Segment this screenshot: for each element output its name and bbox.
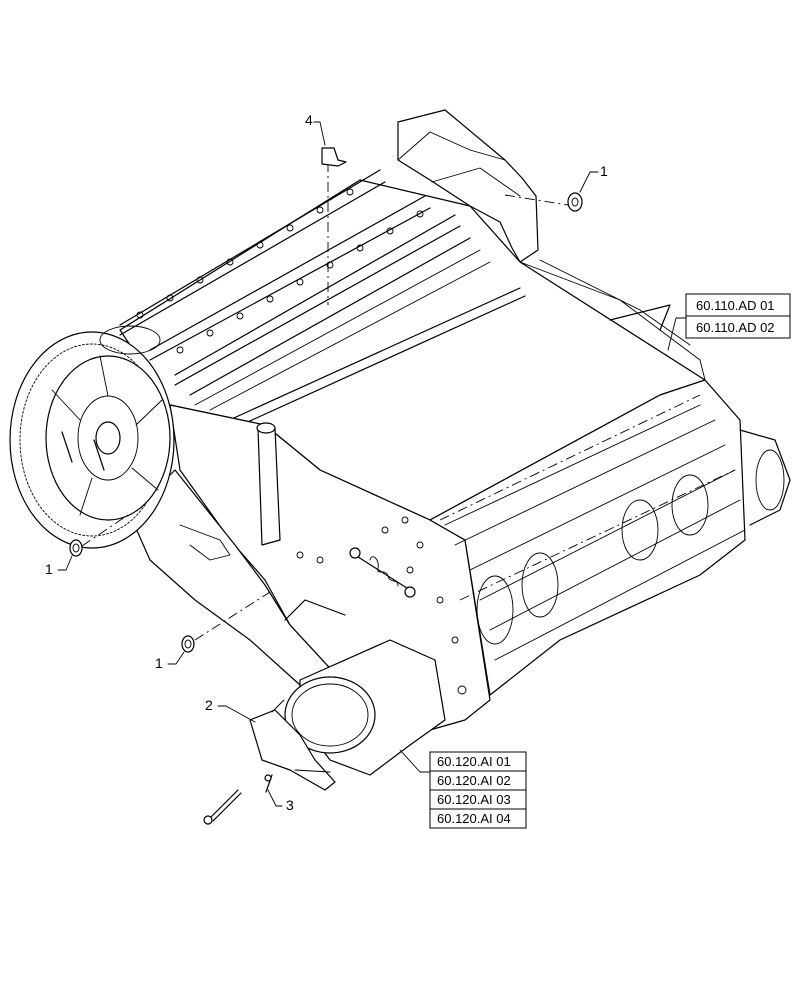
- reference-label[interactable]: 60.110.AD 01: [696, 298, 775, 313]
- callout-item-4: 4: [305, 112, 313, 128]
- callout-item-3: 3: [286, 797, 294, 813]
- reference-label[interactable]: 60.110.AD 02: [696, 320, 775, 335]
- grip-clip: [321, 147, 347, 305]
- reference-box-lower: 60.120.AI 01 60.120.AI 02 60.120.AI 03 6…: [429, 751, 527, 829]
- callout-item-1-upper: 1: [600, 163, 608, 179]
- roller-assembly: [444, 404, 791, 661]
- callout-item-1-left: 1: [45, 561, 53, 577]
- machine-frame: [119, 109, 791, 741]
- clamp-lower: [181, 591, 271, 653]
- clamp-left: [69, 514, 129, 557]
- reference-label[interactable]: 60.120.AI 01: [437, 754, 511, 769]
- shield-plate: [249, 699, 336, 791]
- reference-box-upper: 60.110.AD 01 60.110.AD 02: [685, 293, 791, 339]
- flywheel: [9, 325, 175, 549]
- tension-spring: [349, 547, 416, 598]
- reference-label[interactable]: 60.120.AI 03: [437, 792, 511, 807]
- callout-item-2: 2: [205, 697, 213, 713]
- reference-label[interactable]: 60.120.AI 02: [437, 773, 511, 788]
- callout-leaders: [57, 121, 687, 807]
- callout-item-1-lower: 1: [155, 655, 163, 671]
- drive-cover: [284, 599, 446, 776]
- reference-label[interactable]: 60.120.AI 04: [437, 811, 511, 826]
- bolt-set: [203, 774, 273, 825]
- clamp-upper-right: [504, 192, 583, 212]
